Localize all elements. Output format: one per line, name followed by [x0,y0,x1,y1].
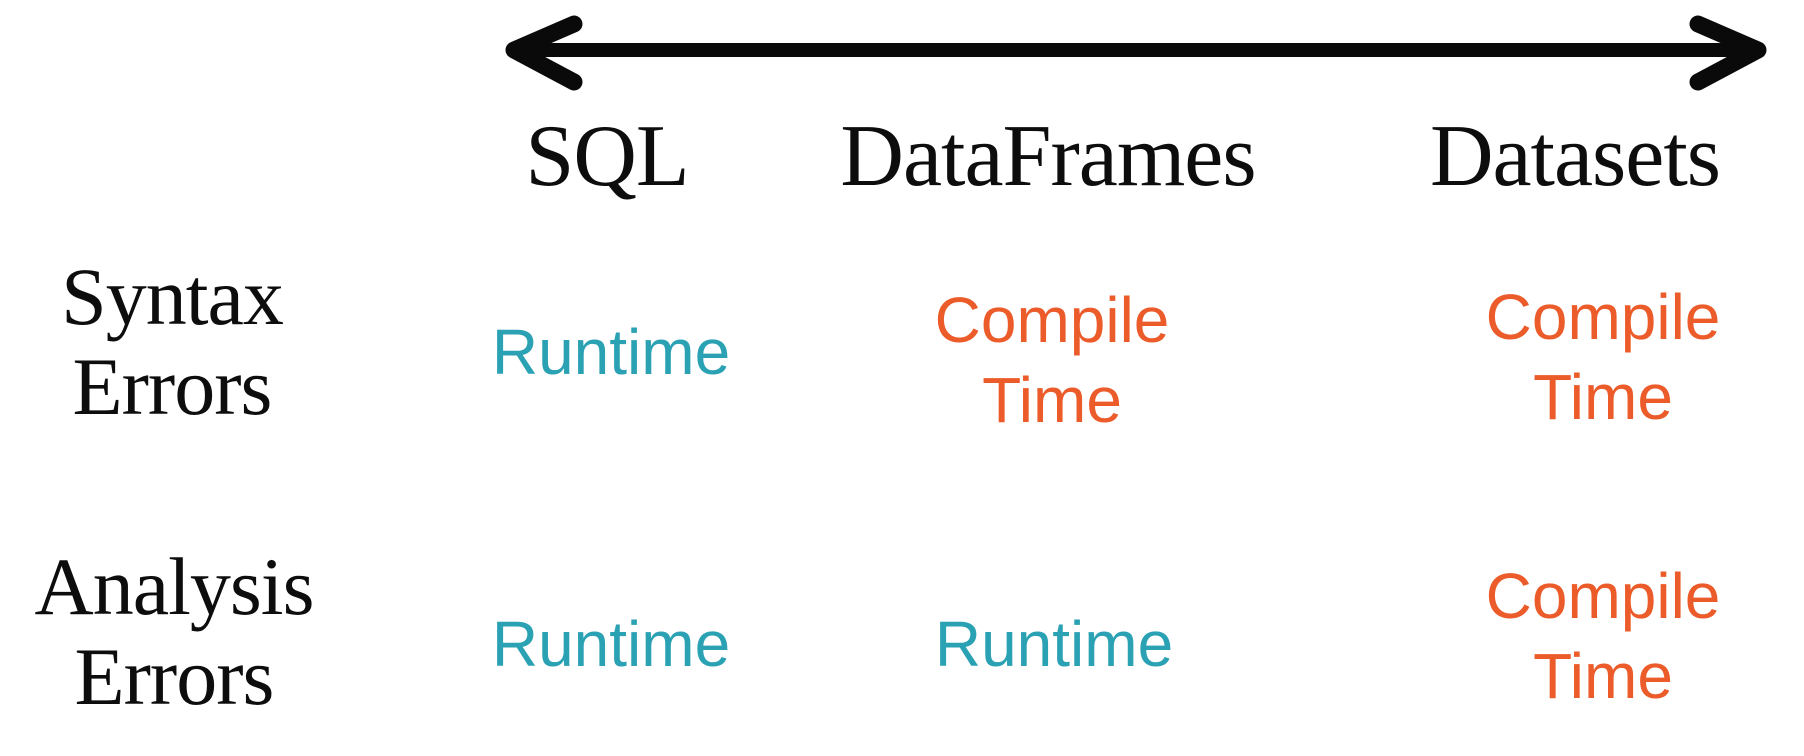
cell-line: Runtime [934,608,1174,680]
row-label-line: Errors [74,631,275,722]
cell-line: Time [982,364,1122,436]
column-header-sql: SQL [525,108,689,205]
row-label-line: Analysis [34,541,315,632]
cell-analysis-datasets-compile-time: Compile Time [1486,556,1721,716]
row-label-syntax-errors: Syntax Errors [61,251,284,432]
cell-line: Runtime [491,608,731,680]
column-header-datasets: Datasets [1429,108,1721,205]
cell-analysis-dataframes-runtime: Runtime [935,604,1173,684]
cell-syntax-sql-runtime: Runtime [492,312,730,392]
cell-line: Compile [1485,281,1721,353]
column-header-dataframes: DataFrames [840,108,1256,205]
cell-line: Time [1533,361,1673,433]
row-label-analysis-errors: Analysis Errors [34,541,315,722]
row-label-line: Syntax [61,251,284,342]
cell-line: Time [1533,640,1673,712]
cell-line: Compile [1485,560,1721,632]
cell-line: Compile [934,284,1170,356]
row-label-line: Errors [72,341,273,432]
cell-syntax-datasets-compile-time: Compile Time [1486,277,1721,437]
cell-syntax-dataframes-compile-time: Compile Time [935,280,1170,440]
double-headed-arrow [505,15,1767,91]
cell-analysis-sql-runtime: Runtime [492,604,730,684]
cell-line: Runtime [491,316,731,388]
